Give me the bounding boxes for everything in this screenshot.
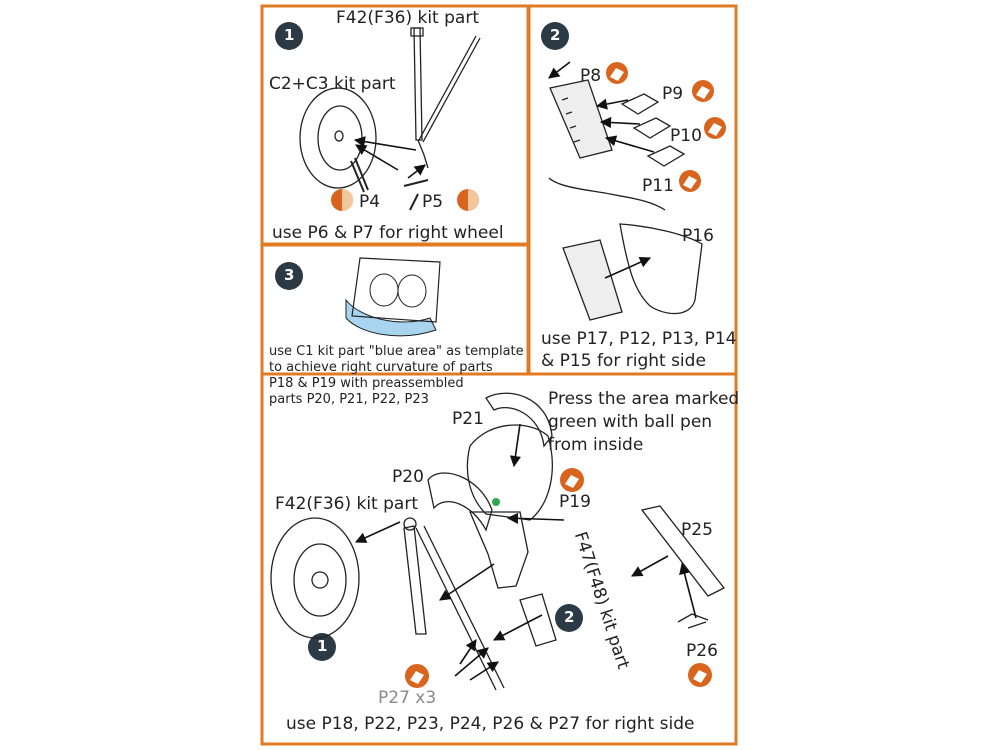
label-p21: P21 <box>452 409 484 429</box>
label-p8: P8 <box>580 66 602 86</box>
panel3-note-line3: P18 & P19 with preassembled <box>269 376 464 391</box>
label-p4: P4 <box>359 192 381 212</box>
label-p16: P16 <box>682 226 714 246</box>
label-p10: P10 <box>670 126 702 146</box>
step-badge-2 <box>541 22 569 50</box>
photo-etch-brass-icon <box>405 664 429 688</box>
part-p21 <box>466 424 553 521</box>
panel-4-frame <box>260 372 738 746</box>
photo-etch-brass-icon <box>606 62 628 84</box>
label-p26: P26 <box>686 641 718 661</box>
step-number-2: 2 <box>550 26 561 44</box>
panel-1-frame <box>260 4 530 246</box>
part-p5 <box>403 179 429 211</box>
press-note-line1: Press the area marked <box>548 389 740 409</box>
fairing-p19 <box>469 511 529 589</box>
press-note-line2: green with ball pen <box>548 412 713 432</box>
step-number-1: 1 <box>284 26 295 44</box>
strut-f42 <box>413 27 423 141</box>
step-badge-1b <box>308 633 336 661</box>
part-p9 <box>620 93 660 115</box>
panel-2-frame <box>527 4 738 376</box>
step-badge-1 <box>275 22 303 50</box>
photo-etch-brass-icon <box>560 468 584 492</box>
panel4-note: use P18, P22, P23, P24, P26 & P27 for ri… <box>286 714 695 734</box>
part-p4 <box>350 157 369 193</box>
wheel-large <box>270 517 360 639</box>
part-p26 <box>677 613 709 629</box>
rod-f47 <box>415 525 505 691</box>
panel-1-drawing <box>299 27 481 211</box>
panel1-note: use P6 & P7 for right wheel <box>272 223 504 243</box>
panel3-note-line4: parts P20, P21, P22, P23 <box>269 392 429 407</box>
photo-etch-half-icon <box>457 189 479 211</box>
wheel-c2-c3 <box>299 87 377 189</box>
press-note-line3: from inside <box>548 435 644 455</box>
panel3-note-line1: use C1 kit part "blue area" as template <box>269 344 524 359</box>
label-f42-strut-lower: F42(F36) kit part <box>275 494 418 514</box>
step-number-1b: 1 <box>317 637 328 655</box>
photo-etch-brass-icon <box>692 80 714 102</box>
label-p5: P5 <box>422 192 444 212</box>
label-p19: P19 <box>559 492 591 512</box>
label-f42-strut: F42(F36) kit part <box>336 8 479 28</box>
template-blue-area <box>345 298 437 337</box>
panel-4-drawing <box>270 392 726 691</box>
panel2-note-line2: & P15 for right side <box>541 351 706 371</box>
part-p8 <box>549 79 613 159</box>
step-number-2b: 2 <box>564 608 575 626</box>
part-p22 <box>519 593 557 647</box>
part-p16 <box>619 223 703 315</box>
photo-etch-brass-icon <box>679 170 701 192</box>
label-p20: P20 <box>392 467 424 487</box>
step-badge-3 <box>275 262 303 290</box>
part-p21-frame <box>485 392 553 448</box>
photo-etch-brass-icon <box>688 663 712 687</box>
panel-2-drawing <box>548 79 703 321</box>
assembled-p8 <box>562 239 623 321</box>
step-number-3: 3 <box>284 266 295 284</box>
panel2-note-line1: use P17, P12, P13, P14 <box>541 329 737 349</box>
part-p11 <box>646 145 686 167</box>
panel3-note-line2: to achieve right curvature of parts <box>269 360 493 375</box>
label-p11: P11 <box>642 176 674 196</box>
brace-bracket <box>548 177 666 211</box>
label-p27: P27 x3 <box>378 688 437 708</box>
brace <box>418 35 481 143</box>
part-p20 <box>427 472 493 532</box>
photo-etch-half-icon <box>331 189 353 211</box>
photo-etch-brass-icon <box>704 117 726 139</box>
panel-3-drawing <box>345 257 441 337</box>
panel-frames <box>260 4 738 746</box>
part-p10 <box>632 117 672 139</box>
label-c2-c3: C2+C3 kit part <box>269 74 396 94</box>
press-point-green <box>492 498 500 506</box>
label-p9: P9 <box>662 84 684 104</box>
label-p25: P25 <box>681 520 713 540</box>
strut-f42-lower <box>403 525 427 635</box>
step-badge-2b <box>555 604 583 632</box>
